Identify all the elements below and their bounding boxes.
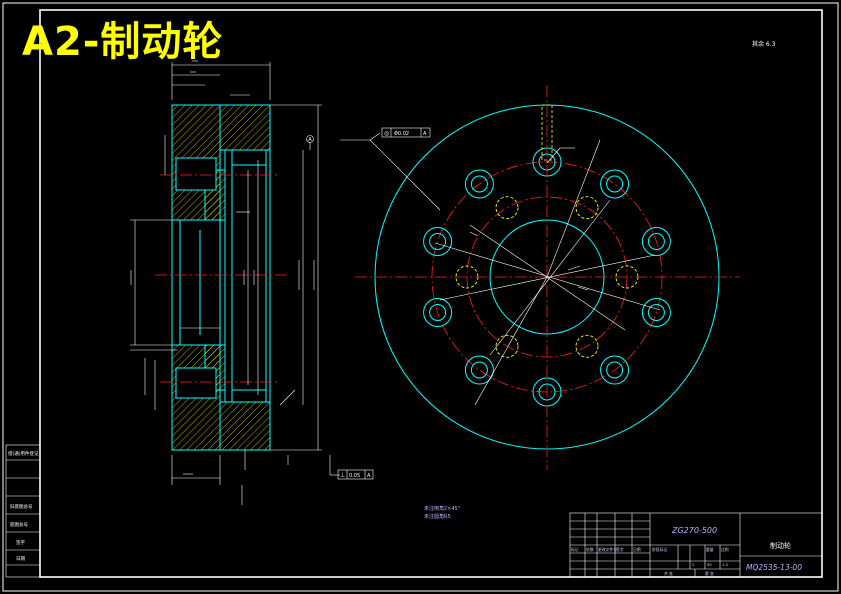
header-label-4: 日期: [633, 547, 641, 552]
header-label-1: 处数: [586, 547, 594, 552]
svg-text:A: A: [367, 473, 371, 479]
header-label-0: 标记: [571, 547, 579, 552]
section-view: A ⊥ 0.05 A: [130, 56, 374, 505]
left-col-1: 旧底图总号: [10, 503, 33, 510]
datum-a-marker: [306, 135, 314, 143]
bolt-hole: [600, 169, 630, 199]
keyway-slot: [541, 104, 553, 161]
sheet-title: A2-制动轮: [22, 19, 224, 65]
svg-text:⊥: ⊥: [340, 472, 345, 479]
left-col-3: 签字: [16, 539, 25, 546]
left-col-4: 日期: [16, 556, 25, 562]
tech-note-2: 未注圆角R5: [424, 514, 451, 520]
svg-text:0.05: 0.05: [349, 473, 360, 479]
bolt-hole: [464, 169, 494, 199]
part-name-text: 制动轮: [770, 541, 791, 550]
stage-label-2: 比例: [721, 547, 729, 552]
material-text: ZG270-500: [671, 526, 717, 535]
scale-value-1: 90: [707, 562, 712, 567]
sheet-label-1: 第 张: [705, 571, 714, 576]
header-label-2: 更改文件号: [598, 547, 617, 552]
sheet-label-0: 共 张: [664, 571, 673, 576]
datum-a-label: A: [308, 137, 312, 143]
scale-value-0: 2: [692, 562, 695, 567]
stage-label-0: 阶段标记: [652, 547, 667, 552]
left-col-2: 底图总号: [10, 521, 28, 528]
bolt-hole: [423, 298, 453, 327]
pin-hole: [575, 334, 599, 358]
bolt-hole: [641, 227, 671, 256]
bolt-hole: [464, 355, 494, 385]
header-label-3: 签字: [616, 547, 624, 552]
tech-note-1: 未注倒角2×45°: [424, 506, 461, 512]
drawing-number-text: MQ2535-13-00: [746, 563, 802, 572]
technical-notes: 未注倒角2×45° 未注圆角R5: [424, 505, 460, 521]
tolerance-frame-bottom: ⊥ 0.05 A: [337, 469, 374, 480]
front-view: ◎ Φ0.02 A: [340, 85, 740, 470]
tolerance-frame-top: ◎ Φ0.02 A: [381, 127, 431, 138]
scale-value-2: 1:2: [722, 562, 729, 567]
stage-label-1: 重量: [706, 547, 714, 552]
title-block: [569, 512, 823, 578]
pin-hole: [495, 334, 519, 358]
rim-hatch-top: [219, 104, 271, 151]
pin-hole: [495, 196, 519, 220]
bolt-hole: [641, 298, 671, 327]
svg-text:Φ0.02: Φ0.02: [394, 131, 409, 137]
pin-hole: [575, 196, 599, 220]
rim-hatch-bottom: [219, 401, 271, 451]
inner-frame: [39, 9, 823, 578]
left-margin-table: [5, 444, 41, 578]
left-col-0: 借(通)用件登记: [8, 450, 39, 457]
svg-text:◎: ◎: [384, 130, 389, 137]
svg-text:A: A: [423, 131, 427, 137]
bolt-hole: [423, 227, 453, 256]
bolt-hole: [600, 355, 630, 385]
roughness-note: 其余 6.3: [752, 40, 776, 48]
